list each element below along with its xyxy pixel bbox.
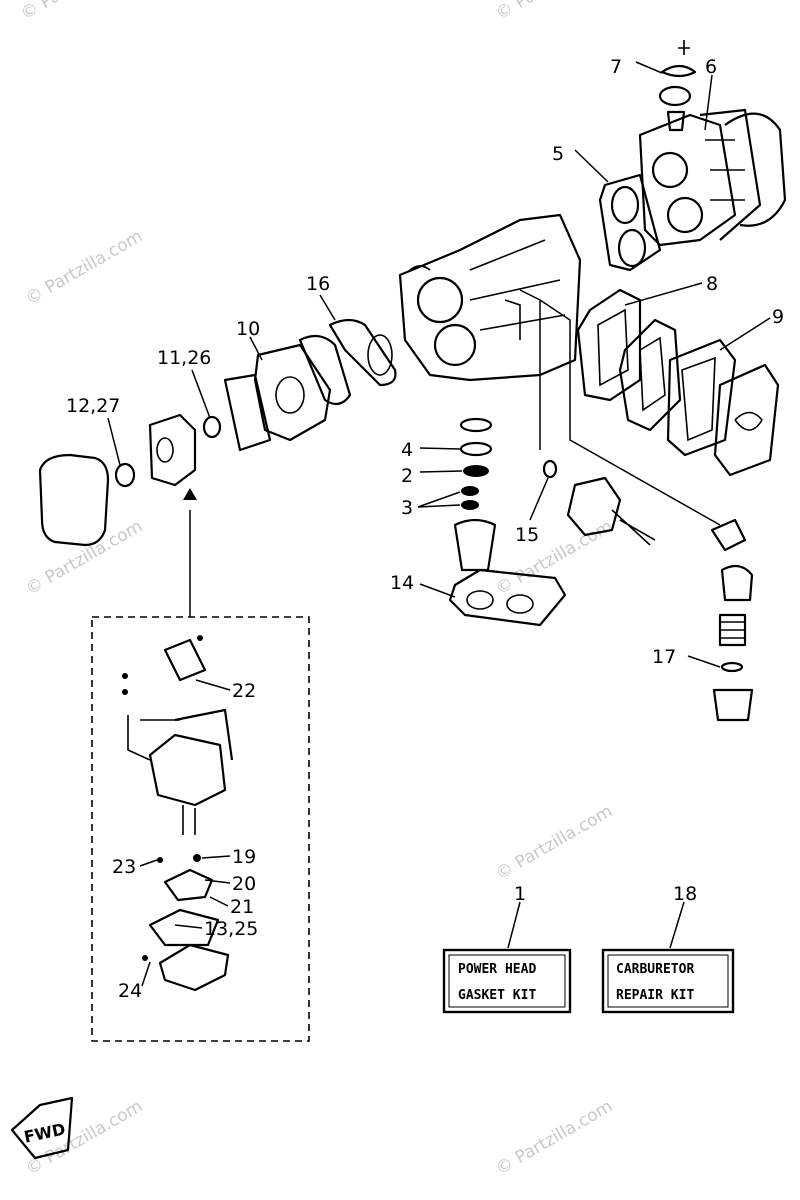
fuel-pump	[542, 459, 656, 546]
callout-11-26: 11,26	[157, 347, 211, 369]
callout-23: 23	[112, 856, 136, 878]
silencer-o-ring	[114, 462, 136, 488]
watermark: © Partzilla.com	[493, 1096, 617, 1179]
kit-18-line2: REPAIR KIT	[616, 988, 694, 1003]
callout-16: 16	[306, 273, 330, 295]
thermostat-stack	[453, 417, 497, 572]
watermark: © Partzilla.com	[493, 516, 617, 599]
float-bowl-parts	[142, 805, 230, 992]
reed-valve-gasket	[298, 318, 397, 406]
callout-labels: 7 6 5 8 9 16 10 11,26 12,27 4 2 3 15 14 …	[66, 56, 784, 1002]
callout-13-25: 13,25	[204, 918, 258, 940]
callout-4: 4	[401, 439, 413, 461]
intake-silencer	[38, 453, 110, 547]
intake-manifold	[223, 343, 332, 452]
callout-1: 1	[514, 883, 526, 905]
head-gasket	[598, 173, 662, 272]
exhaust-outer-cover	[713, 363, 780, 477]
watermark: © Partzilla.com	[23, 226, 147, 309]
callout-7: 7	[610, 56, 622, 78]
fuel-filter-assembly	[710, 518, 754, 722]
watermark: © Partzilla.com	[18, 0, 142, 24]
kit-arrow-head	[183, 488, 197, 500]
callout-20: 20	[232, 873, 256, 895]
cylinder-block	[398, 213, 582, 382]
callout-14: 14	[390, 572, 414, 594]
kit-18-line1: CARBURETOR	[616, 962, 694, 977]
tube-line	[519, 289, 541, 450]
carburetor-kit-box	[91, 616, 310, 1042]
callout-15: 15	[515, 524, 539, 546]
callout-2: 2	[401, 465, 413, 487]
callout-12-27: 12,27	[66, 395, 120, 417]
exhaust-outer-plate	[618, 318, 682, 432]
callout-24: 24	[118, 980, 142, 1002]
watermark: © Partzilla.com	[493, 0, 617, 24]
thermostat-cover	[658, 40, 697, 132]
watermark: © Partzilla.com	[23, 516, 147, 599]
callout-22: 22	[232, 680, 256, 702]
kit-1-line2: GASKET KIT	[458, 988, 536, 1003]
leader-lines	[107, 61, 771, 987]
carburetor-repair-kit: CARBURETOR REPAIR KIT	[601, 948, 735, 1014]
carburetor-body	[122, 635, 234, 807]
callout-19: 19	[232, 846, 256, 868]
carburetor-body-top	[148, 413, 197, 487]
kit-1-line1: POWER HEAD	[458, 962, 536, 977]
callout-10: 10	[236, 318, 260, 340]
exhaust-inner-gasket	[666, 338, 737, 457]
fuel-line	[539, 299, 721, 526]
callout-18: 18	[673, 883, 697, 905]
callout-17: 17	[652, 646, 676, 668]
callout-3: 3	[401, 497, 413, 519]
exhaust-cover-gasket	[576, 288, 642, 402]
cylinder-head	[638, 108, 787, 247]
callout-21: 21	[230, 896, 254, 918]
callout-9: 9	[772, 306, 784, 328]
carb-o-ring	[202, 415, 222, 439]
base-gasket	[448, 568, 567, 627]
callout-8: 8	[706, 273, 718, 295]
power-head-gasket-kit: POWER HEAD GASKET KIT	[442, 948, 572, 1014]
watermark: © Partzilla.com	[493, 801, 617, 884]
callout-6: 6	[705, 56, 717, 78]
callout-5: 5	[552, 143, 564, 165]
